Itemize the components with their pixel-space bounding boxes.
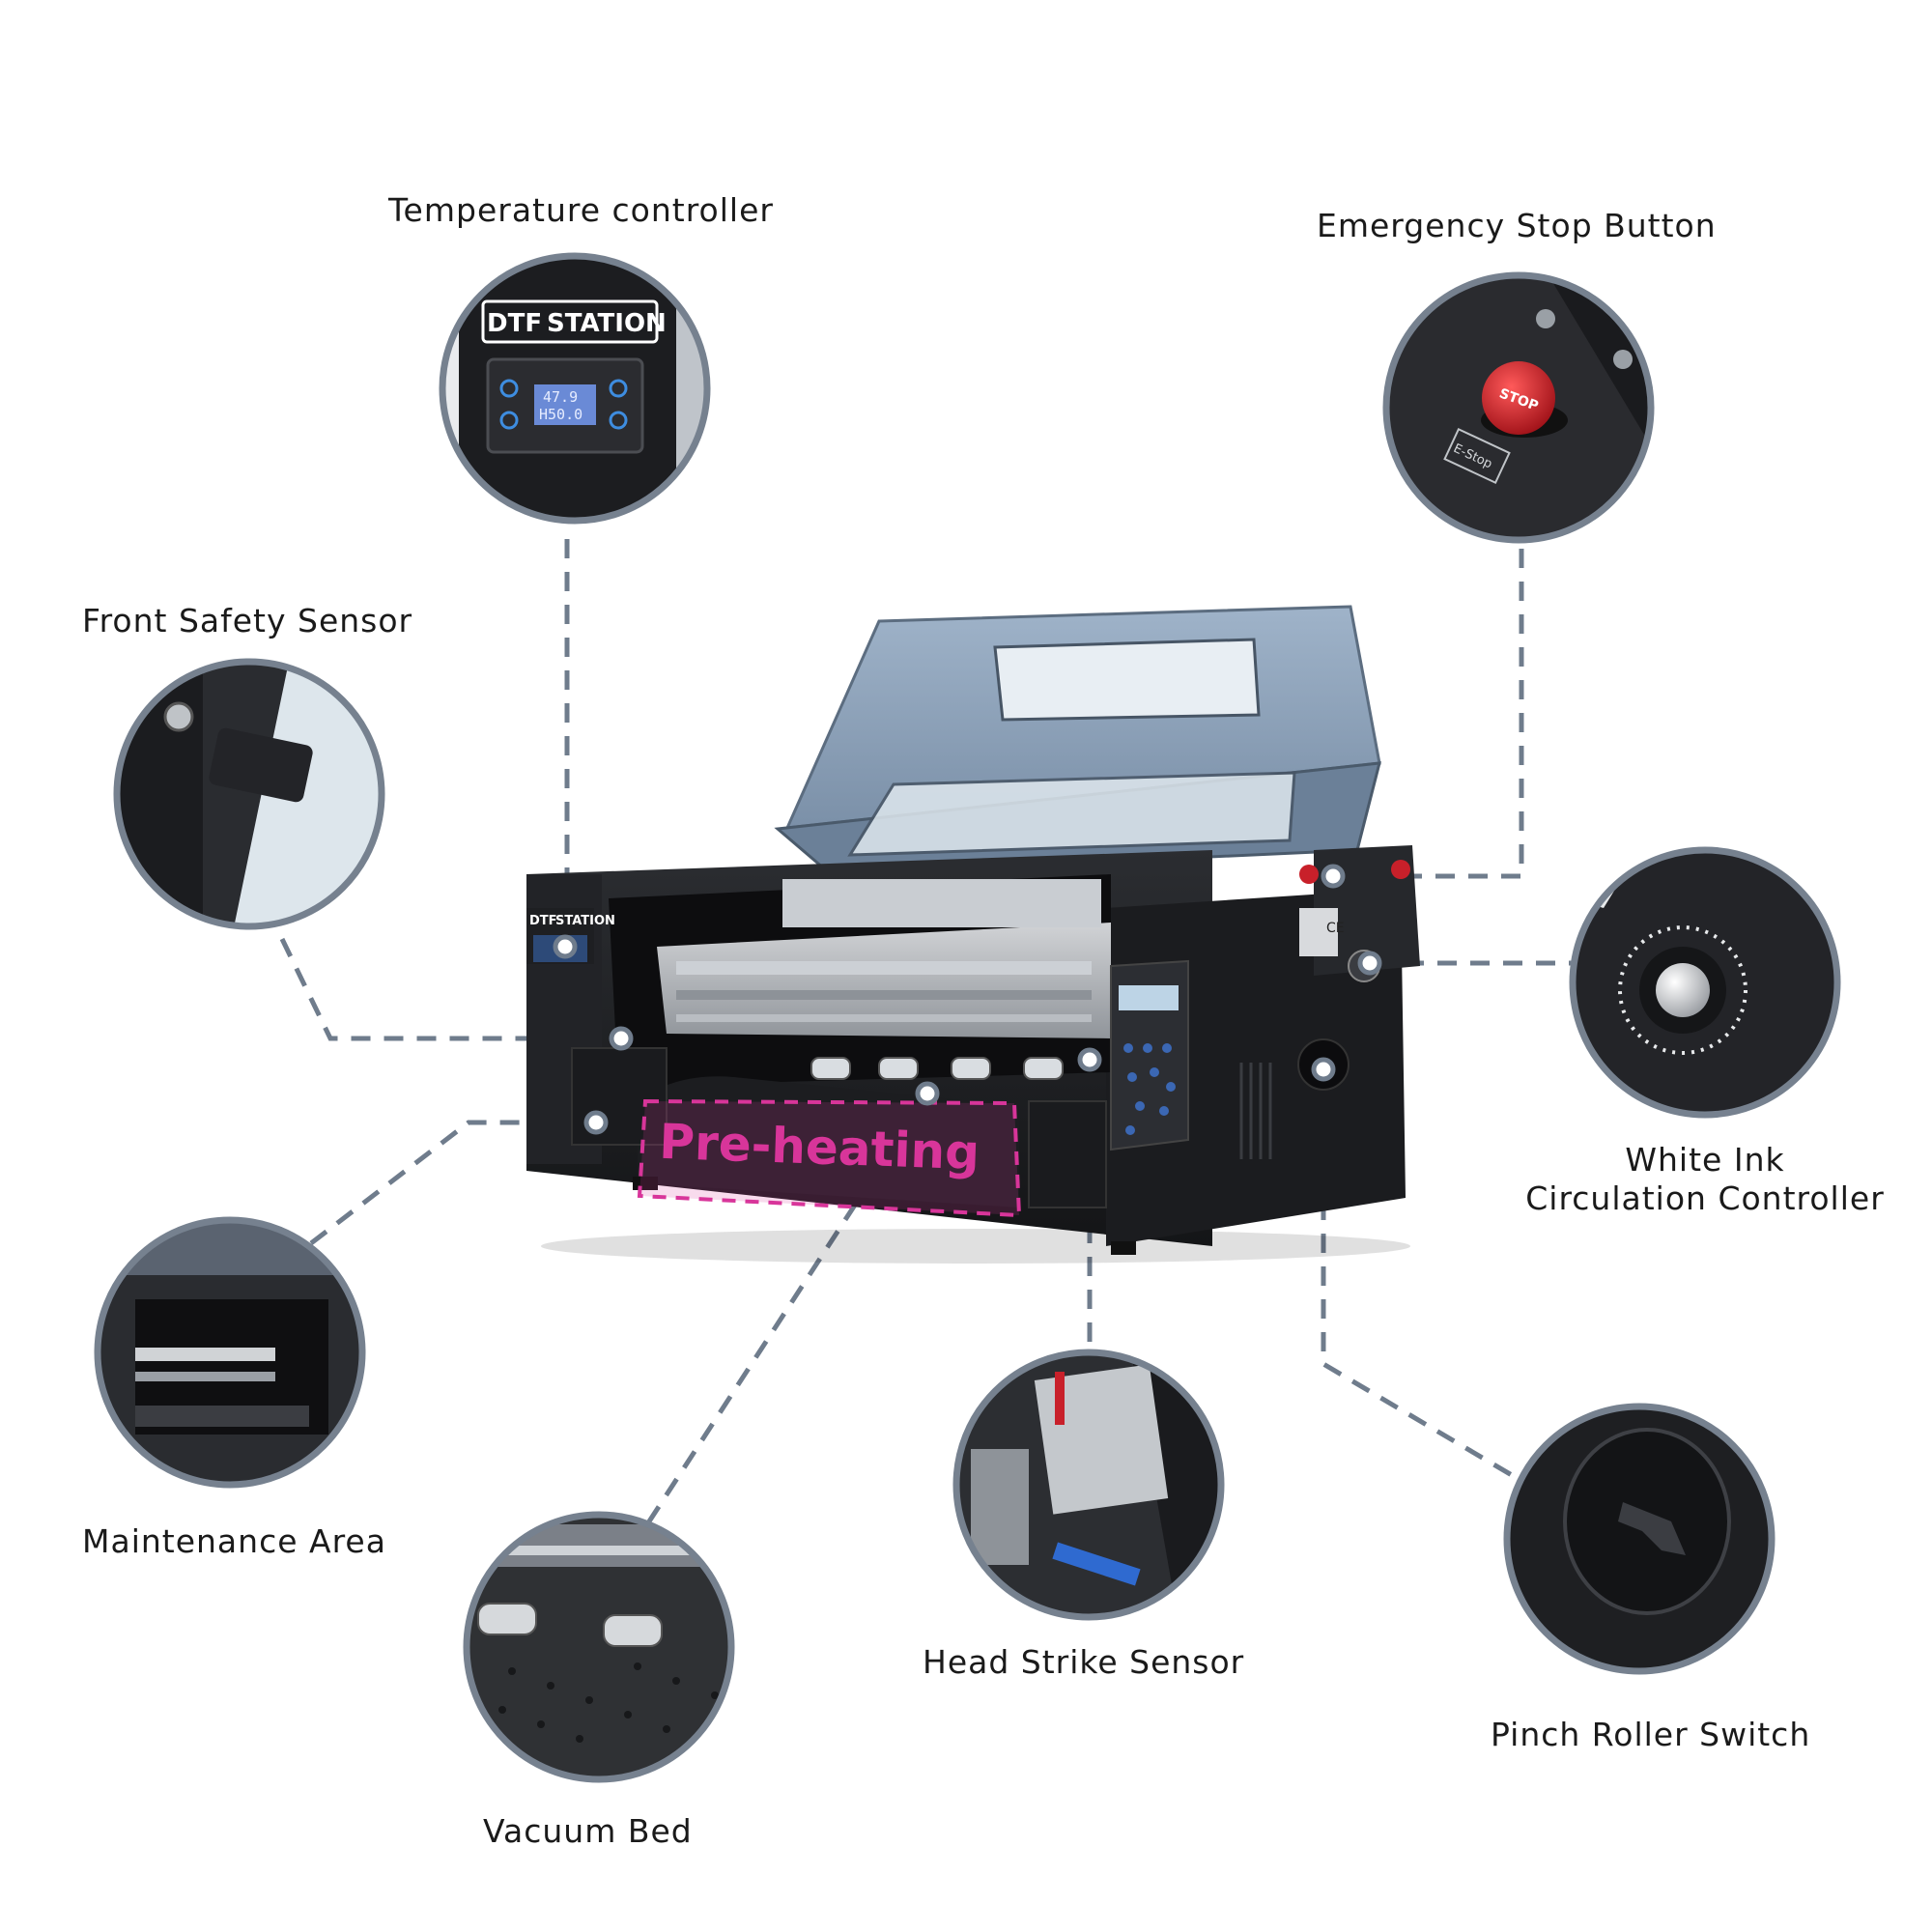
leader-front-safety-sensor bbox=[279, 937, 618, 1041]
printer-lid bbox=[774, 605, 1381, 876]
anchor-dot-white-ink bbox=[1357, 951, 1382, 976]
label-temperature-controller: Temperature controller bbox=[388, 191, 774, 229]
anchor-dot-pinch-roller bbox=[1311, 1057, 1336, 1082]
anchor-dot-vacuum-bed bbox=[915, 1081, 940, 1106]
detail-temperature-controller: DTF STATION 47.9 H50.0 bbox=[439, 252, 711, 525]
anchor-dot-head-strike bbox=[1077, 1047, 1102, 1072]
preheating-platen bbox=[638, 1076, 1019, 1208]
detail-white-ink-ring bbox=[1569, 846, 1841, 1119]
detail-head-strike-ring bbox=[952, 1349, 1225, 1621]
machine-brand-left: DTF bbox=[529, 914, 557, 928]
temp-display-line1: 47.9 bbox=[543, 388, 578, 406]
pinch-rollers bbox=[810, 1057, 1064, 1080]
preheating-callout: Pre-heating bbox=[637, 1098, 1022, 1218]
printer-body bbox=[526, 845, 1420, 1255]
label-head-strike-sensor: Head Strike Sensor bbox=[923, 1643, 1245, 1681]
anchor-dot-maintenance bbox=[583, 1110, 609, 1135]
detail-maintenance-ring bbox=[94, 1216, 366, 1489]
anchor-dot-temperature bbox=[553, 934, 578, 959]
temp-brand-right: STATION bbox=[547, 309, 667, 338]
temp-brand-left: DTF bbox=[487, 309, 542, 338]
label-maintenance-area: Maintenance Area bbox=[82, 1522, 386, 1560]
machine-brand-right: STATION bbox=[555, 914, 615, 928]
label-pinch-roller-switch: Pinch Roller Switch bbox=[1491, 1716, 1811, 1753]
detail-vacuum-bed bbox=[467, 1515, 731, 1779]
label-white-ink-line2: Circulation Controller bbox=[1525, 1179, 1885, 1217]
label-vacuum-bed: Vacuum Bed bbox=[483, 1812, 693, 1850]
label-white-ink-line1: White Ink bbox=[1625, 1141, 1785, 1179]
leader-emergency-stop bbox=[1333, 549, 1524, 879]
printer-shadow bbox=[541, 1229, 1410, 1264]
detail-vacuum-bed-ring bbox=[463, 1511, 735, 1783]
detail-pinch-roller-switch bbox=[1507, 1406, 1772, 1671]
temp-display-line2: H50.0 bbox=[539, 406, 582, 423]
detail-emergency-stop: STOP E-Stop bbox=[1382, 271, 1655, 544]
label-front-safety-sensor: Front Safety Sensor bbox=[82, 602, 413, 639]
anchor-dot-emergency-stop bbox=[1321, 864, 1346, 889]
label-emergency-stop: Emergency Stop Button bbox=[1317, 207, 1717, 244]
anchor-dot-front-safety bbox=[609, 1026, 634, 1051]
preheating-box bbox=[637, 1098, 1022, 1218]
leader-pinch-roller-switch bbox=[1321, 1069, 1519, 1481]
detail-pinch-roller-ring bbox=[1503, 1403, 1776, 1675]
printer-illustration: DTF STATION CE Pre-heating bbox=[526, 605, 1420, 1264]
leader-maintenance-area bbox=[309, 1120, 594, 1245]
preheating-label: Pre-heating bbox=[659, 1114, 980, 1181]
anchor-dots bbox=[553, 864, 1382, 1135]
detail-front-safety-sensor-ring bbox=[113, 658, 385, 930]
ce-mark: CE bbox=[1326, 921, 1345, 936]
